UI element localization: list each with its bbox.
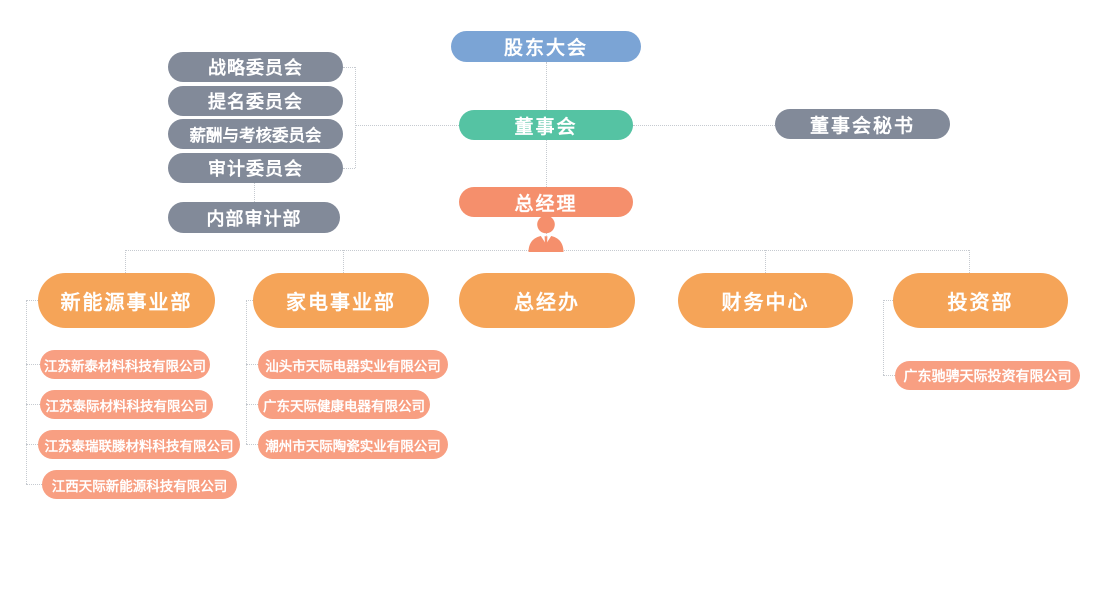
node-shareholders-meeting: 股东大会	[451, 31, 641, 62]
connector	[765, 250, 766, 273]
connector	[26, 300, 27, 484]
connector	[246, 444, 258, 445]
node-division-new-energy: 新能源事业部	[38, 273, 215, 328]
connector	[546, 140, 547, 187]
connector	[246, 364, 258, 365]
node-division-home-appliance: 家电事业部	[253, 273, 429, 328]
node-division-gm-office: 总经办	[459, 273, 635, 328]
node-subsidiary: 广东驰骋天际投资有限公司	[895, 361, 1080, 390]
connector	[26, 364, 40, 365]
connector	[355, 125, 459, 126]
connector	[883, 300, 893, 301]
connector	[343, 67, 355, 68]
node-board-of-directors: 董事会	[459, 110, 633, 140]
node-subsidiary: 江苏泰际材料科技有限公司	[40, 390, 213, 419]
connector	[26, 484, 42, 485]
connector	[254, 183, 255, 202]
connector	[246, 300, 247, 444]
connector	[633, 125, 775, 126]
connector	[26, 300, 38, 301]
node-subsidiary: 江苏新泰材料科技有限公司	[40, 350, 210, 379]
node-division-finance-center: 财务中心	[678, 273, 853, 328]
node-subsidiary: 广东天际健康电器有限公司	[258, 390, 430, 419]
connector	[26, 444, 38, 445]
connector	[246, 404, 258, 405]
node-subsidiary: 潮州市天际陶瓷实业有限公司	[258, 430, 448, 459]
connector	[355, 67, 356, 168]
connector	[246, 300, 253, 301]
node-committee-nomination: 提名委员会	[168, 86, 343, 116]
connector	[125, 250, 126, 273]
connector	[546, 62, 547, 110]
node-subsidiary: 汕头市天际电器实业有限公司	[258, 350, 448, 379]
node-subsidiary: 江苏泰瑞联滕材料科技有限公司	[38, 430, 240, 459]
connector	[969, 250, 970, 273]
node-internal-audit-dept: 内部审计部	[168, 202, 340, 233]
connector	[883, 375, 895, 376]
node-division-investment-dept: 投资部	[893, 273, 1068, 328]
node-committee-strategy: 战略委员会	[168, 52, 343, 82]
connector	[883, 300, 884, 375]
connector	[343, 250, 344, 273]
node-general-manager: 总经理	[459, 187, 633, 217]
node-subsidiary: 江西天际新能源科技有限公司	[42, 470, 237, 499]
connector	[26, 404, 40, 405]
person-icon	[528, 215, 564, 252]
node-committee-remuneration: 薪酬与考核委员会	[168, 119, 343, 149]
node-board-secretary: 董事会秘书	[775, 109, 950, 139]
connector	[546, 217, 547, 250]
node-committee-audit: 审计委员会	[168, 153, 343, 183]
connector	[343, 168, 355, 169]
